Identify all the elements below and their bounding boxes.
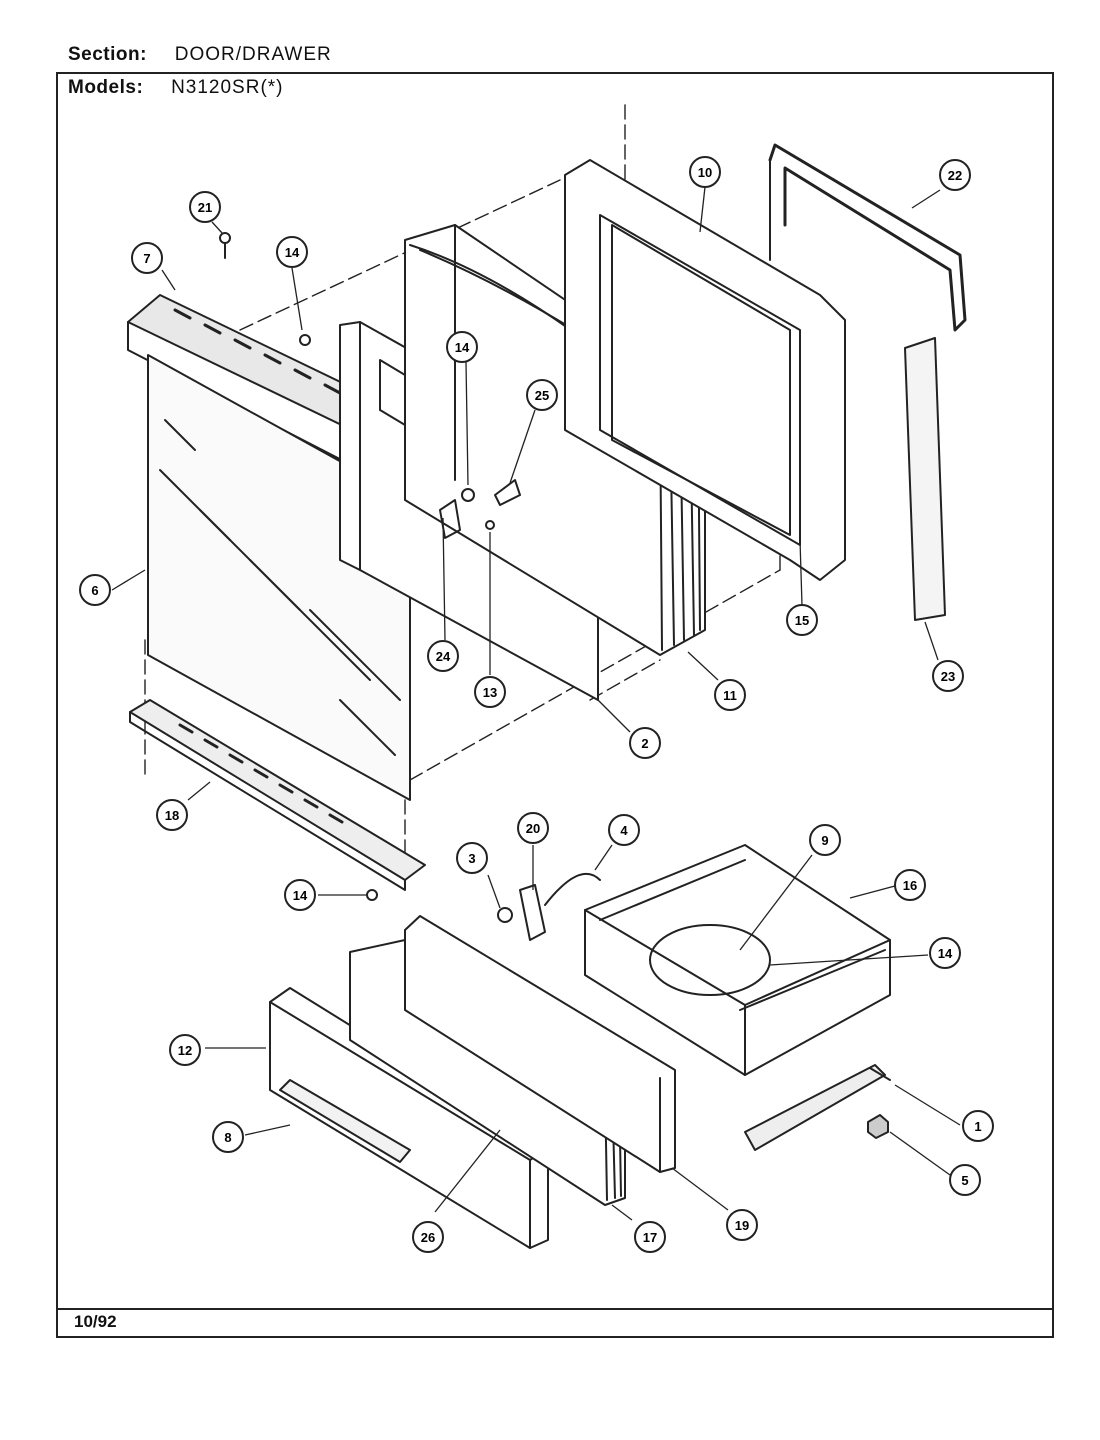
callout-15: 15 [786,604,818,636]
callout-16: 16 [894,869,926,901]
callout-number: 4 [620,823,628,838]
callout-number: 17 [643,1230,657,1245]
diagram-frame [56,72,1054,1338]
callout-number: 10 [698,165,712,180]
callout-21: 21 [189,191,221,223]
callout-1: 1 [962,1110,994,1142]
callout-20: 20 [517,812,549,844]
callout-number: 3 [468,851,475,866]
callout-number: 14 [455,340,470,355]
callout-9: 9 [809,824,841,856]
callout-6: 6 [79,574,111,606]
callout-number: 21 [198,200,212,215]
callout-number: 12 [178,1043,192,1058]
callout-22: 22 [939,159,971,191]
callout-14: 14 [446,331,478,363]
callout-14: 14 [276,236,308,268]
callout-number: 20 [526,821,540,836]
revision-date: 10/92 [74,1312,117,1331]
part-23-side-trim [904,337,946,621]
callout-number: 9 [821,833,828,848]
callout-17: 17 [634,1221,666,1253]
part-22-door-gasket [768,143,967,332]
callout-5: 5 [949,1164,981,1196]
callout-8: 8 [212,1121,244,1153]
part-20-bracket [519,884,546,941]
callout-2: 2 [629,727,661,759]
part-4-wire [544,872,601,906]
models-label: Models: [68,77,144,98]
callout-11: 11 [714,679,746,711]
callout-number: 19 [735,1218,749,1233]
callout-number: 14 [938,946,953,961]
section-row: Section: DOOR/DRAWER [68,44,332,66]
part-18-door-trim-bottom [129,699,426,891]
part-19-drawer-back [404,915,676,1173]
callout-25: 25 [526,379,558,411]
callout-number: 18 [165,808,179,823]
leader-lines [111,186,961,1221]
callout-number: 14 [285,245,300,260]
callout-number: 1 [974,1119,981,1134]
part-12-drawer-front [269,987,549,1249]
callout-14: 14 [284,879,316,911]
callout-number: 13 [483,685,497,700]
callout-13: 13 [474,676,506,708]
section-label: Section: [68,44,147,65]
callout-number: 22 [948,168,962,183]
callout-number: 11 [723,688,737,703]
part-1-drawer-slide [744,1064,891,1151]
callout-3: 3 [456,842,488,874]
part-5-bumper [867,1114,889,1139]
footer-divider [56,1308,1054,1310]
callout-4: 4 [608,814,640,846]
hinge-hardware [219,232,521,901]
models-row: Models: N3120SR(*) [68,77,284,99]
callout-number: 14 [293,888,308,903]
part-3-nut [497,907,513,923]
callout-24: 24 [427,640,459,672]
models-value: N3120SR(*) [171,77,284,98]
callout-26: 26 [412,1221,444,1253]
callout-number: 5 [961,1173,968,1188]
callout-number: 24 [436,649,451,664]
section-value: DOOR/DRAWER [174,44,332,65]
callout-number: 6 [91,583,98,598]
callout-23: 23 [932,660,964,692]
callout-18: 18 [156,799,188,831]
callout-14: 14 [929,937,961,969]
callout-number: 7 [143,251,150,266]
part-16-drawer-box [584,844,891,1076]
callout-number: 15 [795,613,809,628]
callout-number: 2 [641,736,648,751]
callout-number: 8 [224,1130,231,1145]
callout-number: 25 [535,388,549,403]
callout-7: 7 [131,242,163,274]
callout-number: 23 [941,669,955,684]
callout-12: 12 [169,1034,201,1066]
callout-19: 19 [726,1209,758,1241]
callout-number: 16 [903,878,917,893]
callout-number: 26 [421,1230,435,1245]
callout-10: 10 [689,156,721,188]
